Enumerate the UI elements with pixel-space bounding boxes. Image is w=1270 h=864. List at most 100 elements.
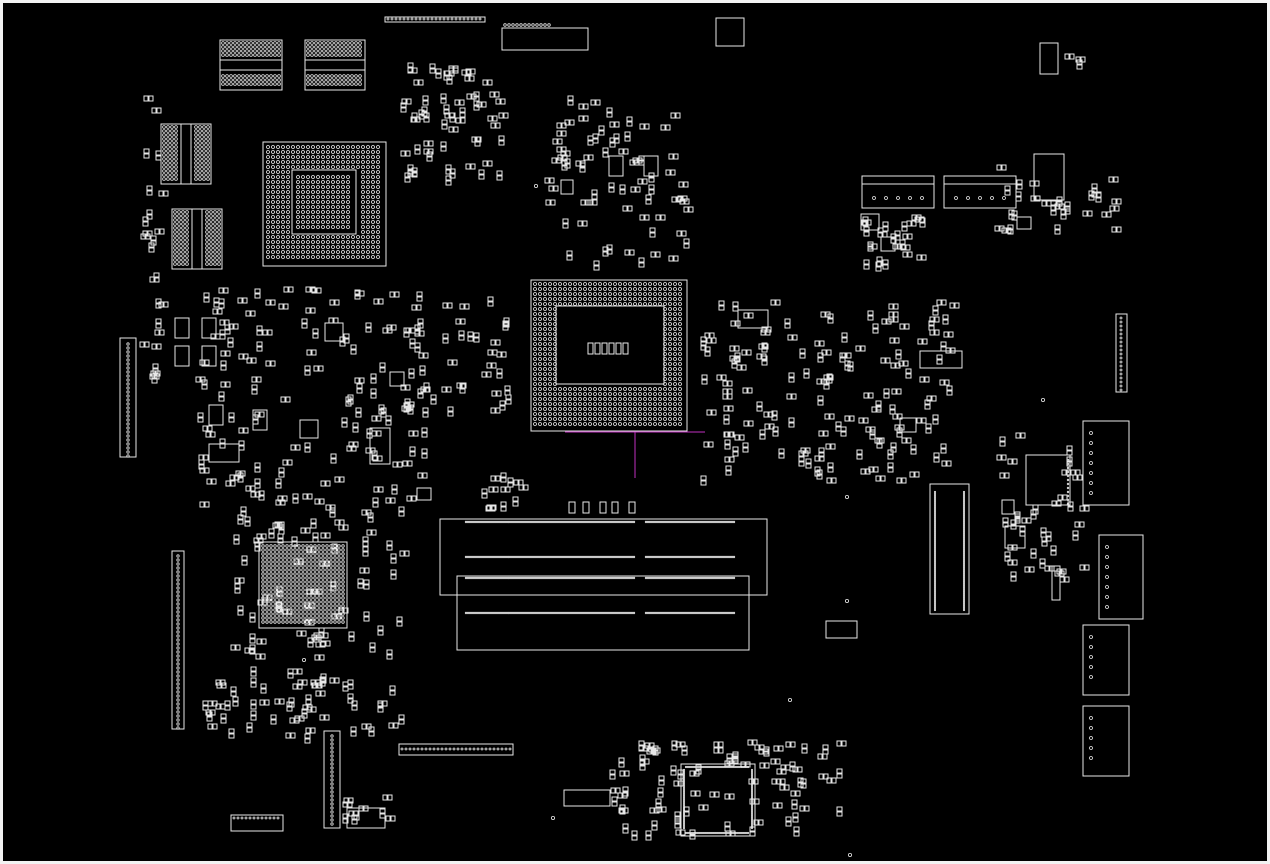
passive-component[interactable] xyxy=(1111,226,1122,233)
passive-component[interactable] xyxy=(385,815,396,822)
passive-component[interactable] xyxy=(888,316,899,323)
passive-component[interactable] xyxy=(229,474,240,481)
pcie-slot[interactable] xyxy=(929,483,970,615)
passive-component[interactable] xyxy=(899,239,906,250)
passive-component[interactable] xyxy=(304,602,315,609)
passive-component[interactable] xyxy=(872,323,879,334)
cpu-capacitor[interactable] xyxy=(601,342,608,355)
passive-component[interactable] xyxy=(723,414,730,425)
passive-component[interactable] xyxy=(274,521,285,528)
passive-component[interactable] xyxy=(290,444,301,451)
small-ic[interactable] xyxy=(299,419,319,439)
passive-component[interactable] xyxy=(1050,545,1057,556)
passive-component[interactable] xyxy=(215,703,226,710)
passive-component[interactable] xyxy=(722,388,733,395)
passive-component[interactable] xyxy=(283,286,294,293)
cpu-capacitor[interactable] xyxy=(608,342,615,355)
passive-component[interactable] xyxy=(1066,456,1073,467)
passive-component[interactable] xyxy=(423,140,434,147)
cpu-capacitor[interactable] xyxy=(594,342,601,355)
passive-component[interactable] xyxy=(430,394,437,405)
passive-component[interactable] xyxy=(926,395,937,402)
passive-component[interactable] xyxy=(343,333,350,344)
passive-component[interactable] xyxy=(1057,494,1068,501)
passive-component[interactable] xyxy=(250,699,257,710)
passive-component[interactable] xyxy=(300,527,311,534)
passive-component[interactable] xyxy=(933,452,940,463)
passive-component[interactable] xyxy=(230,644,241,651)
passive-component[interactable] xyxy=(366,529,377,536)
passive-component[interactable] xyxy=(455,117,466,124)
passive-component[interactable] xyxy=(556,146,567,153)
passive-component[interactable] xyxy=(304,733,311,744)
small-ic[interactable] xyxy=(1016,216,1032,230)
dimm-a-pins-mid-r[interactable] xyxy=(644,555,736,559)
passive-component[interactable] xyxy=(818,447,825,458)
passive-component[interactable] xyxy=(504,385,511,396)
passive-component[interactable] xyxy=(578,115,589,122)
passive-component[interactable] xyxy=(1079,505,1090,512)
passive-component[interactable] xyxy=(320,480,331,487)
passive-component[interactable] xyxy=(429,63,436,74)
passive-component[interactable] xyxy=(289,717,300,724)
passive-component[interactable] xyxy=(228,412,235,423)
passive-component[interactable] xyxy=(732,301,739,312)
small-ic[interactable] xyxy=(1001,499,1015,515)
passive-component[interactable] xyxy=(370,388,377,399)
graphics-chip-balls[interactable] xyxy=(266,145,380,259)
passive-component[interactable] xyxy=(619,770,630,777)
passive-component[interactable] xyxy=(206,711,213,722)
passive-component[interactable] xyxy=(282,608,293,615)
passive-component[interactable] xyxy=(889,404,896,415)
passive-component[interactable] xyxy=(799,805,810,812)
passive-component[interactable] xyxy=(314,654,325,661)
passive-component[interactable] xyxy=(645,194,652,205)
small-ic[interactable] xyxy=(880,236,896,252)
passive-component[interactable] xyxy=(419,365,426,376)
passive-component[interactable] xyxy=(149,276,160,283)
passive-component[interactable] xyxy=(443,104,450,115)
passive-component[interactable] xyxy=(499,400,506,411)
passive-component[interactable] xyxy=(237,297,248,304)
passive-component[interactable] xyxy=(464,75,475,82)
passive-component[interactable] xyxy=(421,448,428,459)
passive-component[interactable] xyxy=(220,713,227,724)
passive-component[interactable] xyxy=(1109,205,1120,212)
passive-component[interactable] xyxy=(618,807,629,814)
memory-chip-balls[interactable] xyxy=(221,74,281,86)
passive-component[interactable] xyxy=(867,243,878,250)
passive-component[interactable] xyxy=(198,454,209,461)
passive-component[interactable] xyxy=(936,299,947,306)
passive-component[interactable] xyxy=(306,349,317,356)
passive-component[interactable] xyxy=(1030,548,1037,559)
passive-component[interactable] xyxy=(401,98,412,105)
passive-component[interactable] xyxy=(749,826,756,837)
passive-component[interactable] xyxy=(674,818,681,829)
passive-component[interactable] xyxy=(741,349,752,356)
dimm-capacitor[interactable] xyxy=(568,501,576,514)
passive-component[interactable] xyxy=(836,768,843,779)
passive-component[interactable] xyxy=(748,778,759,785)
passive-component[interactable] xyxy=(459,107,466,118)
passive-component[interactable] xyxy=(502,320,509,331)
passive-component[interactable] xyxy=(784,318,791,329)
rear-connectors[interactable] xyxy=(825,42,1144,777)
passive-component[interactable] xyxy=(1064,53,1075,60)
passive-component[interactable] xyxy=(778,448,785,459)
passive-component[interactable] xyxy=(411,304,422,311)
passive-component[interactable] xyxy=(305,307,316,314)
passive-component[interactable] xyxy=(260,683,267,694)
passive-component[interactable] xyxy=(724,431,735,438)
passive-component[interactable] xyxy=(455,318,466,325)
passive-component[interactable] xyxy=(761,355,768,366)
passive-component[interactable] xyxy=(406,495,417,502)
rear-port[interactable] xyxy=(1082,624,1130,696)
passive-component[interactable] xyxy=(371,430,382,437)
passive-component[interactable] xyxy=(330,581,337,592)
via[interactable] xyxy=(301,658,306,663)
passive-component[interactable] xyxy=(440,141,447,152)
passive-component[interactable] xyxy=(786,393,797,400)
passive-component[interactable] xyxy=(445,164,452,175)
passive-component[interactable] xyxy=(932,414,939,425)
passive-component[interactable] xyxy=(793,826,800,837)
